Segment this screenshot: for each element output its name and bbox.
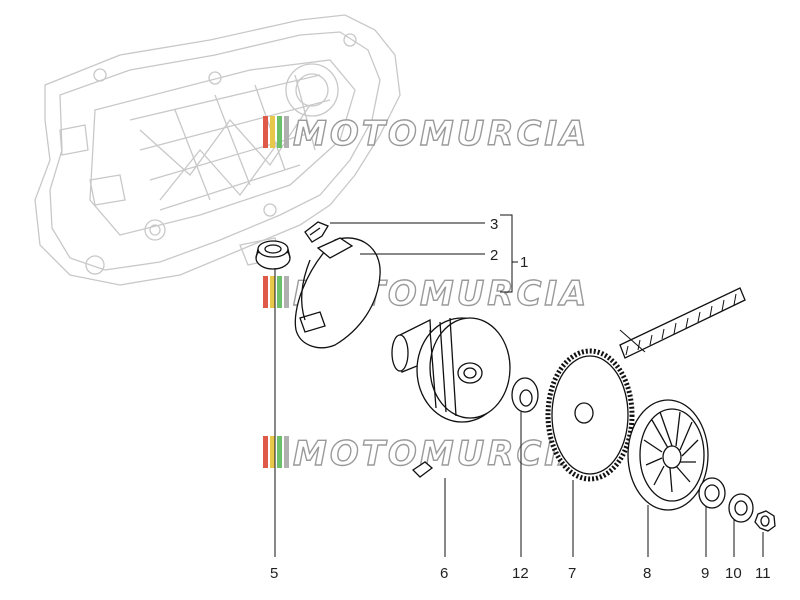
part-3-clip	[304, 221, 329, 243]
part-10-washer	[728, 493, 754, 523]
part-number-8: 8	[643, 565, 651, 582]
part-7-gear	[545, 348, 635, 482]
part-number-3: 3	[490, 216, 498, 233]
part-number-1: 1	[520, 254, 528, 271]
part-number-12: 12	[512, 565, 529, 582]
svg-text:MOTOMURCIA: MOTOMURCIA	[293, 434, 589, 474]
leader-lines	[274, 214, 764, 557]
belt-segment	[619, 287, 746, 359]
part-5-roller	[255, 240, 291, 270]
part-number-7: 7	[568, 565, 576, 582]
part-9-bearing	[698, 477, 726, 509]
watermark-3: MOTOMURCIA	[263, 433, 589, 475]
part-11-nut	[754, 510, 776, 532]
part-6-variator-pulley	[391, 317, 511, 478]
part-8-fan-pulley	[627, 399, 709, 511]
part-number-9: 9	[701, 565, 709, 582]
part-number-6: 6	[440, 565, 448, 582]
svg-text:MOTOMURCIA: MOTOMURCIA	[293, 114, 589, 154]
part-number-5: 5	[270, 565, 278, 582]
part-number-11: 11	[755, 565, 771, 582]
part-number-10: 10	[725, 565, 742, 582]
watermark-1: MOTOMURCIA	[263, 113, 589, 155]
part-12-washer	[511, 377, 539, 413]
part-number-2: 2	[490, 247, 498, 264]
part-2-ramp-plate	[294, 237, 381, 349]
